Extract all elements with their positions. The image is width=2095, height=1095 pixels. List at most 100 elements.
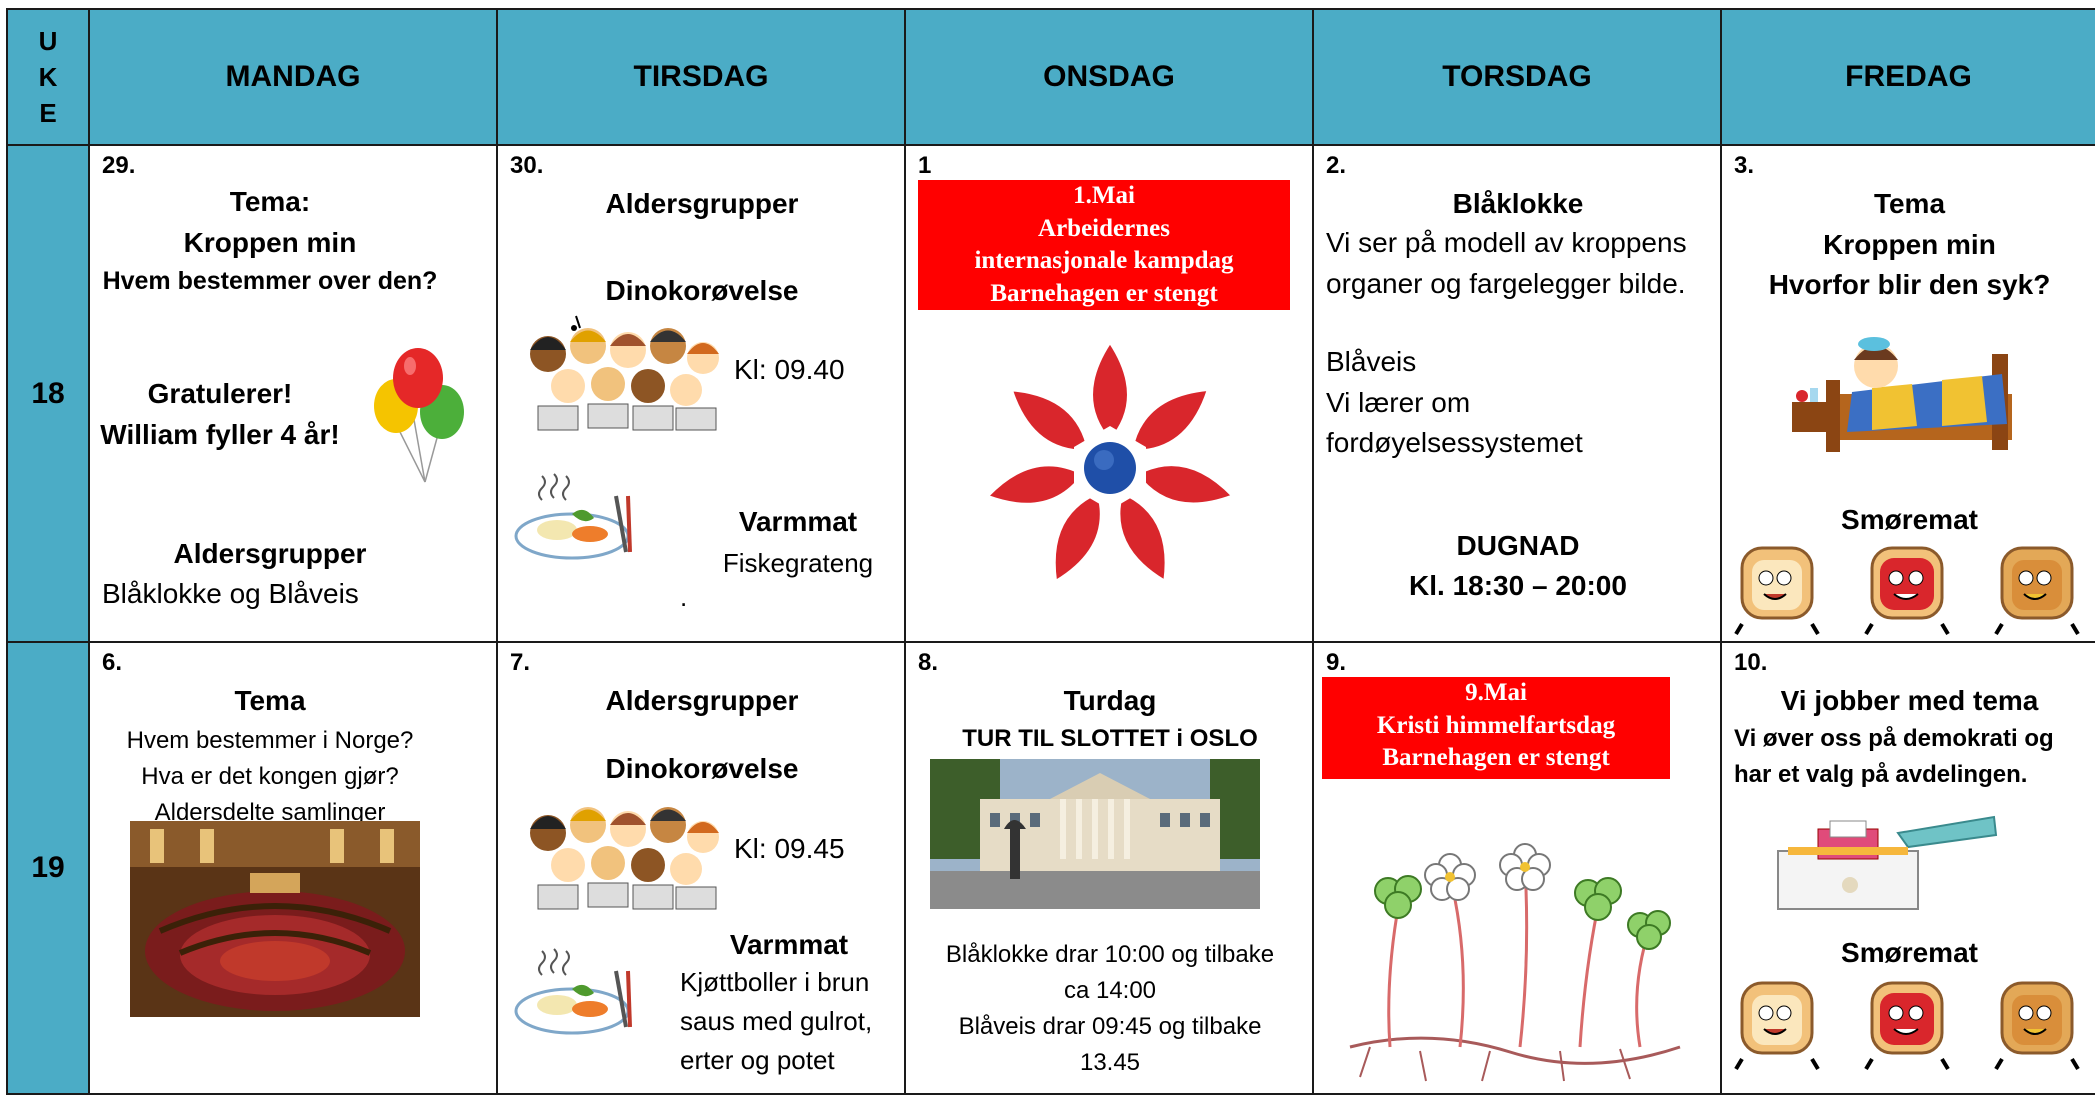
dot-text: . bbox=[680, 582, 688, 612]
activity-line: Vi øver oss på demokrati og bbox=[1734, 725, 2054, 752]
wood-sorrel-icon bbox=[1349, 843, 1681, 1082]
description-line: Vi lærer om bbox=[1326, 386, 1471, 418]
cell-torsdag-week19: 9. 9.Mai Kristi himmelfartsdag Barnehage… bbox=[1312, 641, 1722, 1095]
meal-title: Varmmat bbox=[738, 506, 858, 537]
date-label: 3. bbox=[1734, 152, 1755, 179]
dugnad-time: Kl. 18:30 – 20:00 bbox=[1409, 570, 1627, 601]
weekly-plan-table: U K E MANDAG TIRSDAG ONSDAG TORSDAG FRED… bbox=[6, 8, 2095, 1095]
day-header-torsdag: TORSDAG bbox=[1312, 8, 1722, 146]
date-label: 2. bbox=[1326, 152, 1347, 179]
cell-torsdag-week18: 2. Blåklokke Vi ser på modell av kroppen… bbox=[1312, 144, 1722, 643]
cell-tirsdag-week19: 7. Aldersgrupper Dinokorøvelse bbox=[496, 641, 906, 1095]
holiday-banner: 1.Mai Arbeidernes internasjonale kampdag… bbox=[918, 180, 1290, 310]
activity-subtitle: TUR TIL SLOTTET i OSLO bbox=[962, 725, 1258, 752]
holiday-line: Arbeidernes bbox=[1038, 214, 1170, 242]
activity-time: Kl: 09.45 bbox=[734, 833, 845, 864]
birthday-block: Gratulerer! William fyller 4 år! bbox=[91, 374, 350, 455]
tema-title: Kroppen min bbox=[183, 226, 357, 258]
date-label: 30. bbox=[510, 152, 544, 179]
day-header-tirsdag: TIRSDAG bbox=[496, 8, 906, 146]
meal-text: Fiskegrateng bbox=[722, 548, 874, 578]
ballot-box-icon bbox=[1777, 815, 1998, 910]
day-header-fredag: FREDAG bbox=[1720, 8, 2095, 146]
date-label: 6. bbox=[102, 649, 123, 676]
holiday-line: internasjonale kampdag bbox=[974, 247, 1234, 274]
tema-title: Kroppen min bbox=[1823, 228, 1996, 260]
tema-line: Hva er det kongen gjør? bbox=[141, 763, 399, 790]
meal-line: erter og potet bbox=[680, 1045, 835, 1075]
date-label: 7. bbox=[510, 649, 531, 676]
travel-info: Blåklokke drar 10:00 og tilbake ca 14:00… bbox=[907, 937, 1311, 1081]
tema-question: Hvem bestemmer over den? bbox=[102, 267, 438, 296]
meal-line: saus med gulrot, bbox=[680, 1006, 873, 1036]
description-2: Blåveis Vi lærer om fordøyelsessystemet bbox=[1326, 342, 1583, 464]
description-line: fordøyelsessystemet bbox=[1326, 427, 1583, 459]
travel-line: Blåveis drar 09:45 og tilbake bbox=[958, 1013, 1262, 1040]
travel-line: 13.45 bbox=[1079, 1049, 1141, 1076]
holiday-line: 9.Mai bbox=[1465, 679, 1527, 706]
tema-label: Tema bbox=[1873, 188, 1946, 219]
parliament-photo bbox=[130, 821, 420, 1017]
week-number-19: 19 bbox=[6, 641, 90, 1095]
tema-label: Tema: bbox=[229, 186, 311, 217]
meal-text: Kjøttboller i brun saus med gulrot, erte… bbox=[680, 963, 872, 1080]
royal-palace-photo bbox=[930, 759, 1260, 909]
activity-title: Vi jobber med tema bbox=[1780, 685, 2039, 716]
balloons-icon bbox=[374, 348, 464, 483]
cell-onsdag-week19: 8. Turdag TUR TIL SLOTTET i OSLO bbox=[904, 641, 1314, 1095]
tema-lines: Hvem bestemmer i Norge? Hva er det konge… bbox=[91, 723, 450, 831]
travel-line: ca 14:00 bbox=[1063, 977, 1157, 1004]
activity-title: Aldersgrupper bbox=[605, 685, 799, 716]
meal-line: Kjøttboller i brun bbox=[680, 967, 870, 997]
date-label: 8. bbox=[918, 649, 939, 676]
holiday-line: Kristi himmelfartsdag bbox=[1376, 711, 1616, 739]
description-line: organer og fargelegger bilde. bbox=[1326, 267, 1686, 299]
holiday-banner: 9.Mai Kristi himmelfartsdag Barnehagen e… bbox=[1322, 677, 1670, 779]
activity-subtitle: Dinokorøvelse bbox=[605, 275, 799, 306]
tema-question: Hvorfor blir den syk? bbox=[1768, 269, 2051, 301]
day-header-onsdag: ONSDAG bbox=[904, 8, 1314, 146]
tema-line: Hvem bestemmer i Norge? bbox=[126, 727, 414, 754]
activity-title: Aldersgrupper bbox=[605, 188, 799, 219]
cell-fredag-week19: 10. Vi jobber med tema Vi øver oss på de… bbox=[1720, 641, 2095, 1095]
cell-tirsdag-week18: 30. Aldersgrupper Dinokorøvelse bbox=[496, 144, 906, 643]
uke-letter: E bbox=[39, 98, 57, 128]
tema-label: Tema bbox=[234, 685, 306, 716]
activity-time: Kl: 09.40 bbox=[734, 354, 845, 385]
group-text: Blåklokke og Blåveis bbox=[102, 578, 359, 609]
dugnad-title: DUGNAD bbox=[1456, 530, 1580, 561]
week-column-header: U K E bbox=[6, 8, 90, 146]
meal-title: Smøremat bbox=[1841, 504, 1978, 535]
activity-line: har et valg på avdelingen. bbox=[1734, 761, 2028, 788]
meal-title: Varmmat bbox=[729, 929, 849, 960]
cell-mandag-week19: 6. Tema Hvem bestemmer i Norge? Hva er d… bbox=[88, 641, 498, 1095]
dinner-plate-icon bbox=[514, 948, 632, 1035]
date-label: 10. bbox=[1734, 649, 1768, 676]
description-line: Blåveis bbox=[1326, 346, 1417, 377]
date-label: 1 bbox=[918, 152, 932, 179]
dinner-plate-icon bbox=[514, 473, 632, 560]
group-title: Blåklokke bbox=[1452, 188, 1584, 219]
uke-letter: K bbox=[38, 62, 58, 92]
toast-characters-icon bbox=[1734, 546, 2080, 636]
tema-block: Tema Kroppen min Hvorfor blir den syk? bbox=[1723, 184, 2094, 306]
group-title: Aldersgrupper bbox=[173, 538, 367, 569]
description-line: Vi ser på modell av kroppens bbox=[1326, 227, 1687, 258]
choir-icon bbox=[530, 807, 719, 910]
cell-onsdag-week18: 1 1.Mai Arbeidernes internasjonale kampd… bbox=[904, 144, 1314, 643]
activity-title: Turdag bbox=[1063, 685, 1157, 716]
cell-mandag-week18: 29. Tema: Kroppen min Hvem bestemmer ove… bbox=[88, 144, 498, 643]
holiday-line: Barnehagen er stengt bbox=[990, 279, 1218, 307]
date-label: 9. bbox=[1326, 649, 1347, 676]
activity-lines: Vi øver oss på demokrati og har et valg … bbox=[1734, 721, 2054, 793]
paper-flower-icon bbox=[986, 341, 1234, 583]
congrats-line: William fyller 4 år! bbox=[100, 418, 340, 450]
week-number-18: 18 bbox=[6, 144, 90, 643]
choir-icon bbox=[530, 315, 719, 431]
holiday-line: 1.Mai bbox=[1073, 182, 1135, 209]
description: Vi ser på modell av kroppens organer og … bbox=[1326, 223, 1687, 304]
uke-letter: U bbox=[38, 26, 58, 56]
congrats-line: Gratulerer! bbox=[147, 378, 293, 409]
activity-subtitle: Dinokorøvelse bbox=[605, 753, 799, 784]
day-header-mandag: MANDAG bbox=[88, 8, 498, 146]
